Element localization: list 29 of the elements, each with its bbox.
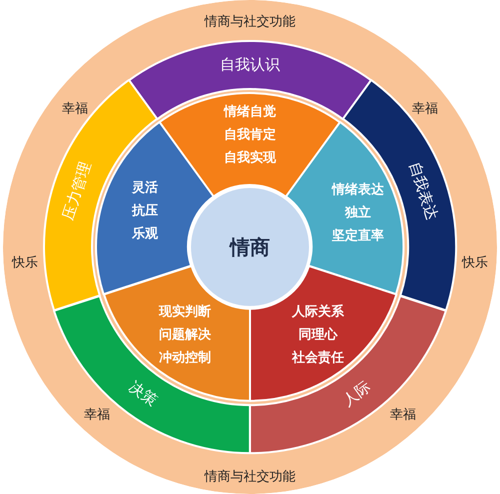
ring-title: 情商与社交功能 [204,470,296,484]
sector-item: 现实判断 [158,305,211,318]
sector-item: 乐观 [132,227,158,240]
sector-item: 冲动控制 [158,351,211,364]
sector-item: 抗压 [132,204,158,218]
sector-item: 同理心 [298,328,338,342]
ring-label: 幸福 [412,102,438,116]
segment-label: 决策 [126,379,160,410]
ring-label: 快乐 [12,256,38,270]
center-label: 情商 [230,237,270,257]
ring-label: 幸福 [62,102,88,116]
sector-item: 情绪表达 [332,183,384,196]
sector-item: 问题解决 [158,328,211,342]
sector-item: 自我肯定 [224,128,276,142]
sector-item: 情绪自觉 [224,106,276,118]
segment-label: 人际 [340,379,374,410]
sector-item: 人际关系 [292,305,344,318]
segment-label: 压力管理 [60,160,94,222]
sector-item: 独立 [344,206,371,220]
segment-label: 自我认识 [220,58,280,72]
ring-label: 快乐 [462,256,488,270]
sector-item: 灵活 [132,181,158,194]
sector-item: 坚定直率 [332,229,384,242]
ring-label: 幸福 [84,408,110,422]
ring-label: 幸福 [390,408,416,422]
sector-item: 自我实现 [224,152,276,164]
segment-label: 自我表达 [406,160,440,222]
sector-item: 社会责任 [292,351,344,364]
ring-title: 情商与社交功能 [204,16,296,28]
